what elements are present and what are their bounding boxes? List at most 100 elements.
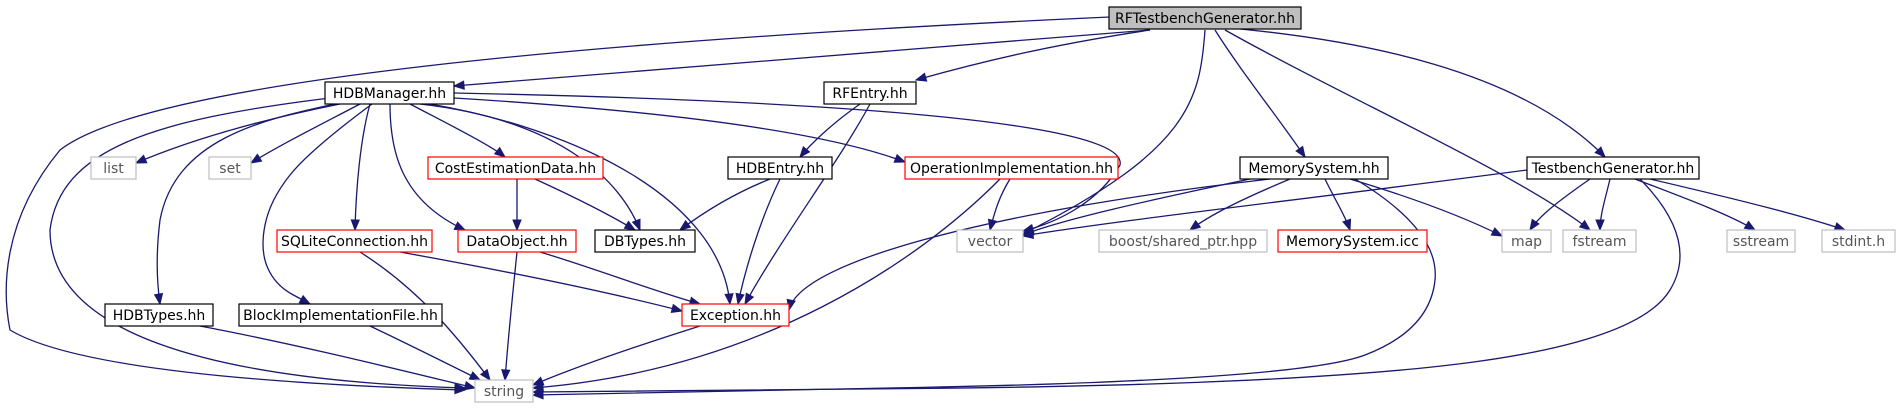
edge-arrowhead <box>914 72 928 82</box>
node-dataobj[interactable]: DataObject.hh <box>457 229 577 253</box>
edge-line <box>1229 27 1606 158</box>
node-label: MemorySystem.hh <box>1248 161 1379 177</box>
node-label: list <box>103 161 124 177</box>
node-rftb[interactable]: RFTestbenchGenerator.hh <box>1108 6 1302 30</box>
edge-line <box>250 103 361 164</box>
edge-line <box>354 103 371 231</box>
node-hdbtypes[interactable]: HDBTypes.hh <box>104 303 214 327</box>
node-blockimpl[interactable]: BlockImplementationFile.hh <box>238 303 443 327</box>
node-box <box>1526 156 1700 180</box>
node-exc[interactable]: Exception.hh <box>681 303 790 327</box>
edge-line <box>534 178 636 231</box>
node-boost: boost/shared_ptr.hpp <box>1098 229 1268 253</box>
node-tbgen[interactable]: TestbenchGenerator.hh <box>1526 156 1700 180</box>
edge-line <box>744 103 871 305</box>
node-box <box>1501 229 1552 253</box>
node-label: string <box>484 384 524 400</box>
node-dbtypes[interactable]: DBTypes.hh <box>594 229 696 253</box>
edge-line <box>453 92 1121 232</box>
node-box <box>1277 229 1428 253</box>
edge-arrowhead <box>1188 219 1202 231</box>
node-map: map <box>1501 229 1552 253</box>
edge-dataobj-to-string <box>501 251 518 382</box>
node-label: SQLiteConnection.hh <box>281 234 428 250</box>
edge-rftb-to-hdbm <box>452 29 1151 90</box>
node-hdbentry[interactable]: HDBEntry.hh <box>727 156 833 180</box>
edge-line <box>799 103 861 158</box>
node-ced[interactable]: CostEstimationData.hh <box>427 156 604 180</box>
edge-line <box>135 103 341 164</box>
edge-hdbm-to-list <box>134 103 341 164</box>
node-box <box>238 303 443 327</box>
node-hdbm[interactable]: HDBManager.hh <box>324 81 455 105</box>
edge-dataobj-to-exc <box>539 251 702 306</box>
edge-arrowhead <box>531 387 544 397</box>
edge-line <box>539 251 701 305</box>
edge-memsys-to-memicc <box>1324 178 1352 232</box>
edge-line <box>262 103 373 305</box>
edges-layer <box>5 16 1847 400</box>
edge-line <box>915 29 1151 81</box>
edge-tbgen-to-fstream <box>1595 178 1611 232</box>
edge-arrowhead <box>531 376 545 386</box>
edge-line <box>737 178 781 305</box>
node-rfentry[interactable]: RFEntry.hh <box>823 81 917 105</box>
node-memsys[interactable]: MemorySystem.hh <box>1239 156 1389 180</box>
edge-line <box>5 16 1111 391</box>
edge-arrowhead <box>1594 146 1606 158</box>
edge-arrowhead <box>298 294 312 305</box>
node-box <box>823 81 917 105</box>
edge-arrowhead <box>1021 229 1035 239</box>
edge-line <box>1634 178 1756 231</box>
node-box <box>1726 229 1796 253</box>
edge-line <box>389 103 466 231</box>
node-fstream: fstream <box>1562 229 1637 253</box>
node-box <box>208 156 252 180</box>
edge-arrowhead <box>893 153 907 163</box>
node-label: HDBManager.hh <box>333 86 446 102</box>
edge-arrowhead <box>670 303 684 313</box>
edge-hdbm-to-sqlite <box>350 103 371 232</box>
edge-arrowhead <box>1490 227 1504 237</box>
edge-memsys-to-vector <box>1021 178 1251 236</box>
node-label: OperationImplementation.hh <box>910 161 1113 177</box>
node-sqlite[interactable]: SQLiteConnection.hh <box>276 229 433 253</box>
node-box <box>1108 6 1302 30</box>
node-label: DataObject.hh <box>466 234 567 250</box>
node-opimpl[interactable]: OperationImplementation.hh <box>904 156 1119 180</box>
edge-arrowhead <box>724 293 734 306</box>
edge-arrowhead <box>735 292 745 306</box>
node-label: TestbenchGenerator.hh <box>1531 161 1695 177</box>
edge-line <box>532 178 1681 393</box>
node-label: set <box>219 161 241 177</box>
edge-line <box>429 103 731 305</box>
edge-line <box>788 178 1271 311</box>
edge-arrowhead <box>987 218 998 232</box>
edge-line <box>1529 178 1591 231</box>
edge-line <box>532 178 1436 396</box>
node-label: RFEntry.hh <box>832 86 907 102</box>
edge-line <box>532 178 1001 389</box>
edge-arrowhead <box>479 368 491 382</box>
edge-arrowhead <box>1529 218 1540 232</box>
node-box <box>1562 229 1637 253</box>
edge-line <box>369 325 481 381</box>
node-string: string <box>474 379 534 403</box>
node-memicc[interactable]: MemorySystem.icc <box>1277 229 1428 253</box>
edge-blockimpl-to-string <box>369 325 482 381</box>
node-box <box>276 229 433 253</box>
edge-rftb-to-fstream <box>1224 29 1592 231</box>
edge-line <box>679 178 771 231</box>
node-label: fstream <box>1573 234 1627 250</box>
node-label: boost/shared_ptr.hpp <box>1109 234 1257 250</box>
node-box <box>681 303 790 327</box>
edge-hdbm-to-blockimpl <box>262 103 373 305</box>
edge-arrowhead <box>454 382 467 393</box>
edge-hdbm-to-string <box>49 97 467 393</box>
edge-line <box>1022 178 1251 236</box>
node-sstream: sstream <box>1726 229 1796 253</box>
edge-arrowhead <box>452 80 465 90</box>
edge-arrowhead <box>623 220 637 231</box>
edge-memsys-to-map <box>1349 178 1504 237</box>
edge-hdbm-to-set <box>249 103 361 164</box>
